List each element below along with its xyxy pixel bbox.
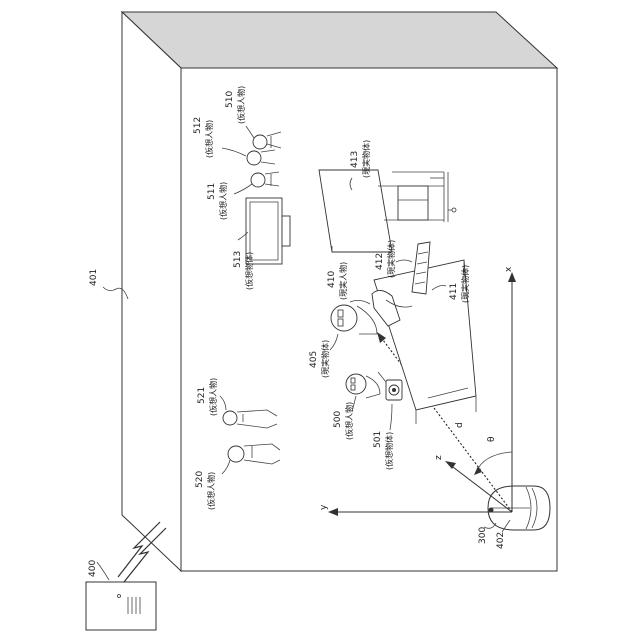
ref-500-type: (仮想人物) bbox=[344, 402, 354, 440]
ref-300: 300 bbox=[478, 527, 488, 544]
ref-402: 402 bbox=[496, 532, 506, 549]
ref-400-leader bbox=[97, 562, 109, 580]
ref-410-type: (現実人物) bbox=[338, 262, 348, 300]
ref-410: 410 bbox=[327, 271, 337, 288]
ref-501-type: (仮想物体) bbox=[384, 432, 394, 470]
ref-511: 511 bbox=[207, 183, 217, 200]
monitor-513-stand bbox=[282, 216, 290, 246]
ref-512: 512 bbox=[193, 117, 203, 134]
virtual-object-501-lens-inner bbox=[392, 388, 396, 392]
ref-412: 412 bbox=[375, 253, 385, 270]
ref-513-type: (仮想物体) bbox=[244, 252, 254, 290]
virtual-person-511-head bbox=[251, 173, 265, 187]
axis-x-label: x bbox=[504, 266, 514, 272]
virtual-person-500-head bbox=[346, 374, 366, 394]
ref-405: 405 bbox=[309, 351, 319, 368]
virtual-person-510-head bbox=[253, 135, 267, 149]
ref-411: 411 bbox=[449, 283, 459, 300]
ref-411-type: (現実物体) bbox=[460, 265, 470, 303]
ref-520-type: (仮想人物) bbox=[206, 472, 216, 510]
ref-500: 500 bbox=[333, 411, 343, 428]
virtual-person-521-head bbox=[223, 411, 237, 425]
ref-520: 520 bbox=[195, 471, 205, 488]
ref-401: 401 bbox=[89, 269, 99, 286]
ref-521-type: (仮想人物) bbox=[208, 378, 218, 416]
distance-label: d bbox=[455, 422, 465, 428]
ref-513: 513 bbox=[233, 251, 243, 268]
terminal-body bbox=[86, 582, 156, 630]
ref-510-type: (仮想人物) bbox=[236, 86, 246, 124]
axis-y-label: y bbox=[319, 504, 329, 510]
virtual-person-520-head bbox=[228, 446, 244, 462]
ref-510: 510 bbox=[225, 91, 235, 108]
ref-501: 501 bbox=[373, 431, 383, 448]
ref-405-type: (現実物体) bbox=[320, 340, 330, 378]
virtual-person-512-head bbox=[247, 151, 261, 165]
ref-413-type: (現実物体) bbox=[361, 140, 371, 178]
ref-413: 413 bbox=[350, 151, 360, 168]
desk-drawer bbox=[398, 186, 428, 220]
room-top-face bbox=[122, 12, 557, 68]
ref-512-type: (仮想人物) bbox=[204, 120, 214, 158]
ref-511-type: (仮想人物) bbox=[218, 182, 228, 220]
ref-521: 521 bbox=[197, 387, 207, 404]
real-person-405-head bbox=[331, 305, 357, 331]
terminal-400 bbox=[86, 582, 156, 630]
axis-z-label: z bbox=[434, 455, 444, 460]
room-left-face bbox=[122, 12, 181, 571]
ref-400: 400 bbox=[88, 560, 98, 577]
ref-412-type: (現実物体) bbox=[386, 240, 396, 278]
angle-label: θ bbox=[487, 436, 497, 442]
monitor-513-screen bbox=[250, 202, 278, 260]
